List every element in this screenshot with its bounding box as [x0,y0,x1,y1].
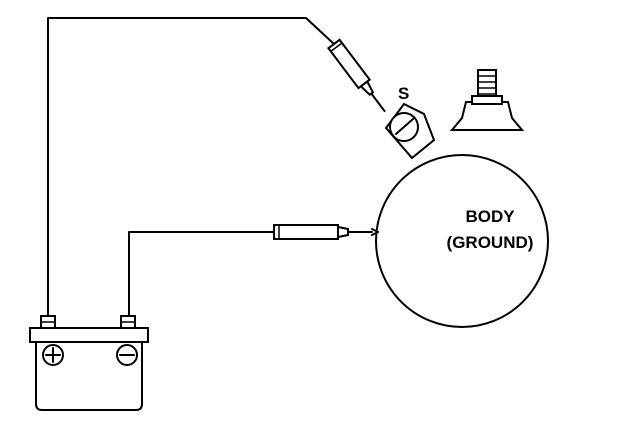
test-probe-icon [273,224,379,240]
positive-lead-wire [47,17,335,319]
starter-body [375,69,549,328]
threaded-stud [471,69,503,105]
body-circle [375,154,549,328]
body-label-line1: BODY [465,207,515,226]
battery-icon [29,315,149,411]
body-label-line2: (GROUND) [447,233,534,252]
s-terminal-slot [395,118,414,135]
plus-in-circle-icon [42,344,64,366]
minus-in-circle-icon [116,344,138,366]
stud-housing [449,101,525,131]
ground-lead-wire [128,231,275,319]
test-probe-icon [327,38,386,113]
s-terminal-label: S [398,84,409,103]
